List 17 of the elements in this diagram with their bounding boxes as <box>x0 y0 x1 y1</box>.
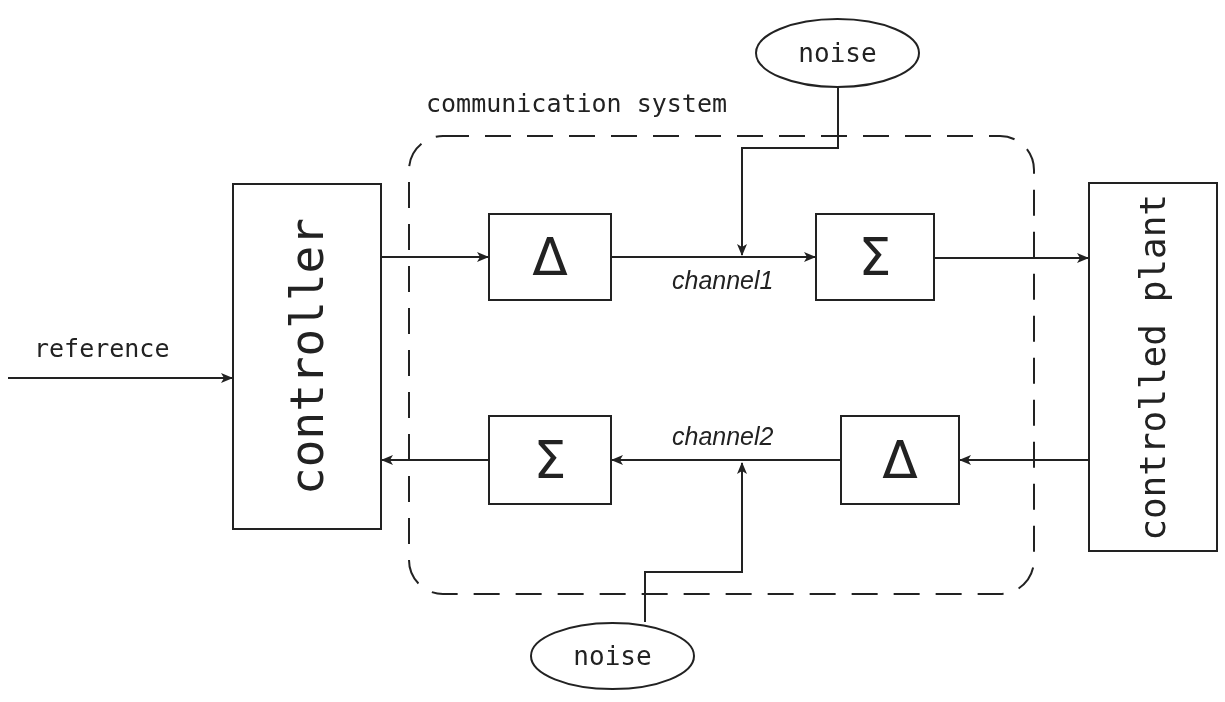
arrow <box>737 87 839 256</box>
process-box: controller <box>232 183 382 530</box>
process-box: controlled plant <box>1088 182 1218 552</box>
arrow <box>381 252 489 262</box>
arrow <box>644 462 747 623</box>
process-box: Σ <box>488 415 612 505</box>
arrow <box>7 373 233 383</box>
process-box: Σ <box>815 213 935 301</box>
arrow <box>959 455 1089 465</box>
arrow <box>611 252 816 262</box>
process-box: Δ <box>488 213 612 301</box>
process-box: Δ <box>840 415 960 505</box>
arrow <box>934 253 1089 263</box>
node-label: noise <box>573 639 652 673</box>
arrow <box>611 455 841 465</box>
arrow <box>381 455 489 465</box>
node-label: noise <box>798 36 877 70</box>
